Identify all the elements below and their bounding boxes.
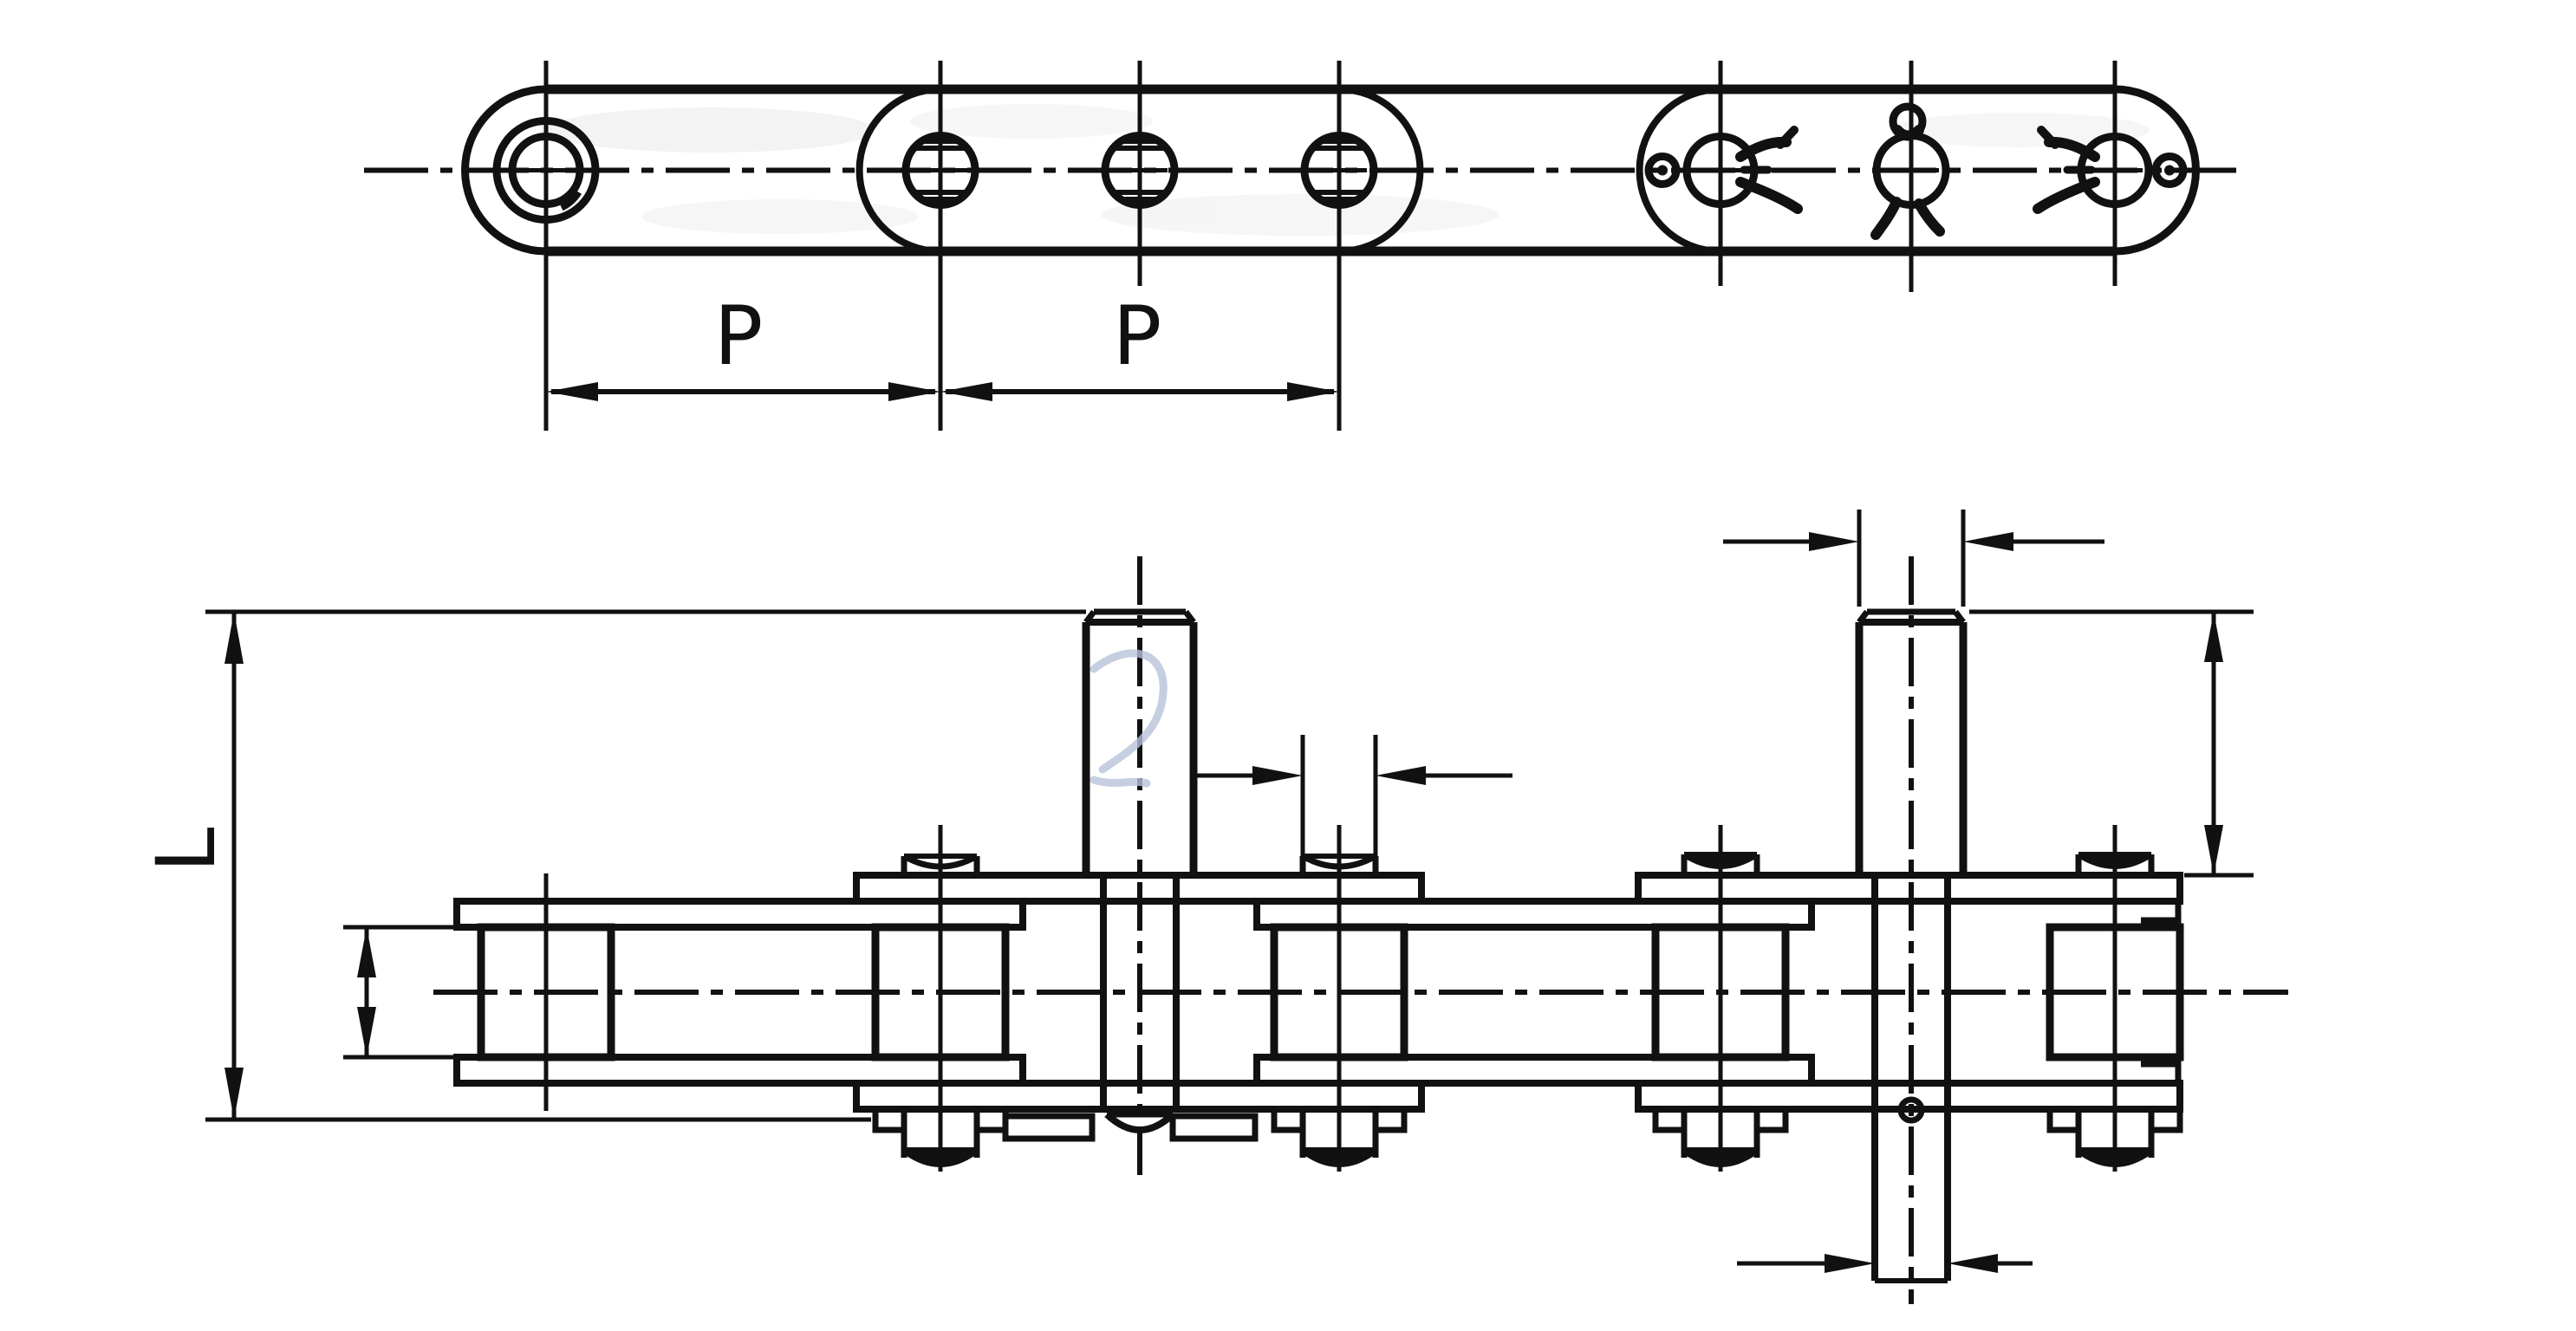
bottom-plate-ledge	[1002, 1113, 1096, 1142]
arrowhead-icon	[888, 382, 940, 401]
side-view: L	[140, 510, 2288, 1304]
arrowhead-icon	[357, 927, 376, 977]
side-pin-centerlines	[543, 825, 2117, 1172]
arrowhead-icon	[357, 1007, 376, 1057]
rivet-head-outline	[901, 853, 980, 875]
height-dimension-L: L	[140, 609, 1086, 1122]
inner-plate-end-arc	[855, 86, 941, 255]
rivet-heads-top	[901, 852, 2155, 875]
arrowhead-icon	[224, 1068, 244, 1120]
pitch-dimension-2: P	[940, 289, 1339, 401]
extended-pin-2	[1855, 556, 1968, 1304]
arrowhead-icon	[1825, 1254, 1875, 1273]
inner-plate-bottom	[1253, 1054, 1815, 1087]
arrowhead-icon	[2204, 612, 2223, 662]
arrowhead-icon	[2204, 825, 2223, 875]
length-label: L	[140, 828, 234, 873]
arrowhead-icon	[224, 612, 244, 664]
arrowhead-icon	[546, 382, 598, 401]
pin-projection-dimension	[1969, 609, 2254, 878]
rivet-head-filled	[2075, 852, 2155, 875]
plate-end-step	[2141, 901, 2182, 924]
plate-end-step	[2141, 1061, 2182, 1083]
arrowhead-icon	[1287, 382, 1339, 401]
roller-diameter-dimension	[343, 925, 479, 1060]
pin-end	[1101, 132, 1179, 209]
bottom-plate-ledge	[1169, 1113, 1259, 1142]
pin-bottom-diameter-dimension	[1737, 1254, 2033, 1273]
arrowhead-icon	[1963, 532, 2013, 551]
pitch-label-1: P	[714, 289, 764, 384]
inner-plate-top	[1253, 898, 1815, 931]
arrowhead-icon	[1376, 766, 1426, 785]
cotter-pin-right	[2033, 126, 2188, 214]
cotter-pin-vertical	[1870, 102, 1950, 240]
cotter-pin-left	[1644, 126, 1803, 214]
watermark-mark	[1090, 649, 1168, 788]
top-view: P P	[364, 61, 2236, 431]
inner-plate-end-arc	[1636, 86, 1721, 255]
arrowhead-icon	[1948, 1254, 1998, 1273]
pitch-dimension-1: P	[546, 289, 940, 401]
rivet-cup	[1104, 1112, 1175, 1133]
rivet-bottom	[872, 1106, 1009, 1167]
chamfer-arc	[560, 191, 582, 211]
arrowhead-icon	[940, 382, 992, 401]
pin-end	[901, 132, 979, 209]
extended-pin-diameter-dimension	[1723, 510, 2104, 607]
rivet-bottom	[1271, 1106, 1408, 1167]
pitch-label-2: P	[1113, 289, 1162, 384]
rivet-bottom	[2046, 1106, 2183, 1167]
arrowhead-icon	[1809, 532, 1859, 551]
pin-end-circles	[901, 132, 1378, 209]
inner-plate-bottom	[453, 1054, 1026, 1087]
rivet-bottom	[1652, 1106, 1789, 1167]
rivet-assemblies-bottom	[872, 1106, 2183, 1167]
rivet-head-filled	[1681, 852, 1760, 875]
pin-diameter-dimension	[1194, 735, 1512, 873]
end-bushing-circles	[492, 117, 600, 224]
extended-pin-1	[1082, 556, 1198, 1178]
pin-end	[1300, 132, 1378, 209]
cotter-hole	[1897, 1096, 1925, 1124]
arrowhead-icon	[1252, 766, 1303, 785]
inner-plate-top	[453, 898, 1026, 931]
